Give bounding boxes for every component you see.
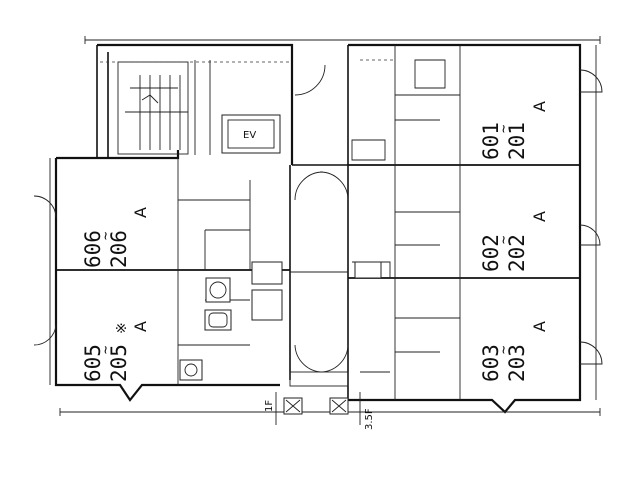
unit-605-205 [33,270,349,385]
unit-601-201 [351,45,603,165]
unit-range-symbol: ∼ [496,346,512,354]
floor-mark: 1F [264,400,275,412]
unit-label-205: 205 [107,344,131,382]
unit-type-a: A [530,101,549,112]
unit-label-605: 605 [81,344,105,382]
stair-core: EV [100,60,290,155]
unit-range-symbol: ∼ [98,232,114,240]
unit-603-203 [360,278,603,400]
unit-type-a: A [131,207,150,218]
corridor [275,64,361,425]
unit-mark: ※ [114,322,130,334]
unit-label-201: 201 [505,122,529,160]
unit-label-602: 602 [479,234,503,272]
unit-label-601: 601 [479,122,503,160]
unit-type-a: A [131,321,150,332]
unit-label-603: 603 [479,344,503,382]
unit-labels: 601 ∼ 201 A 602 ∼ 202 A 603 ∼ 203 A 606 … [81,101,549,430]
unit-label-606: 606 [81,230,105,268]
unit-range-symbol: ∼ [496,236,512,244]
level-label: 3.5F [364,408,375,430]
unit-label-206: 206 [107,230,131,268]
unit-range-symbol: ∼ [98,346,114,354]
unit-type-a: A [530,321,549,332]
unit-label-203: 203 [505,344,529,382]
unit-label-202: 202 [505,234,529,272]
unit-range-symbol: ∼ [496,125,512,133]
unit-602-202 [352,165,601,279]
ev-label: EV [243,130,256,141]
unit-606-206 [33,158,349,285]
outer-walls [54,43,582,414]
unit-type-a: A [530,211,549,222]
